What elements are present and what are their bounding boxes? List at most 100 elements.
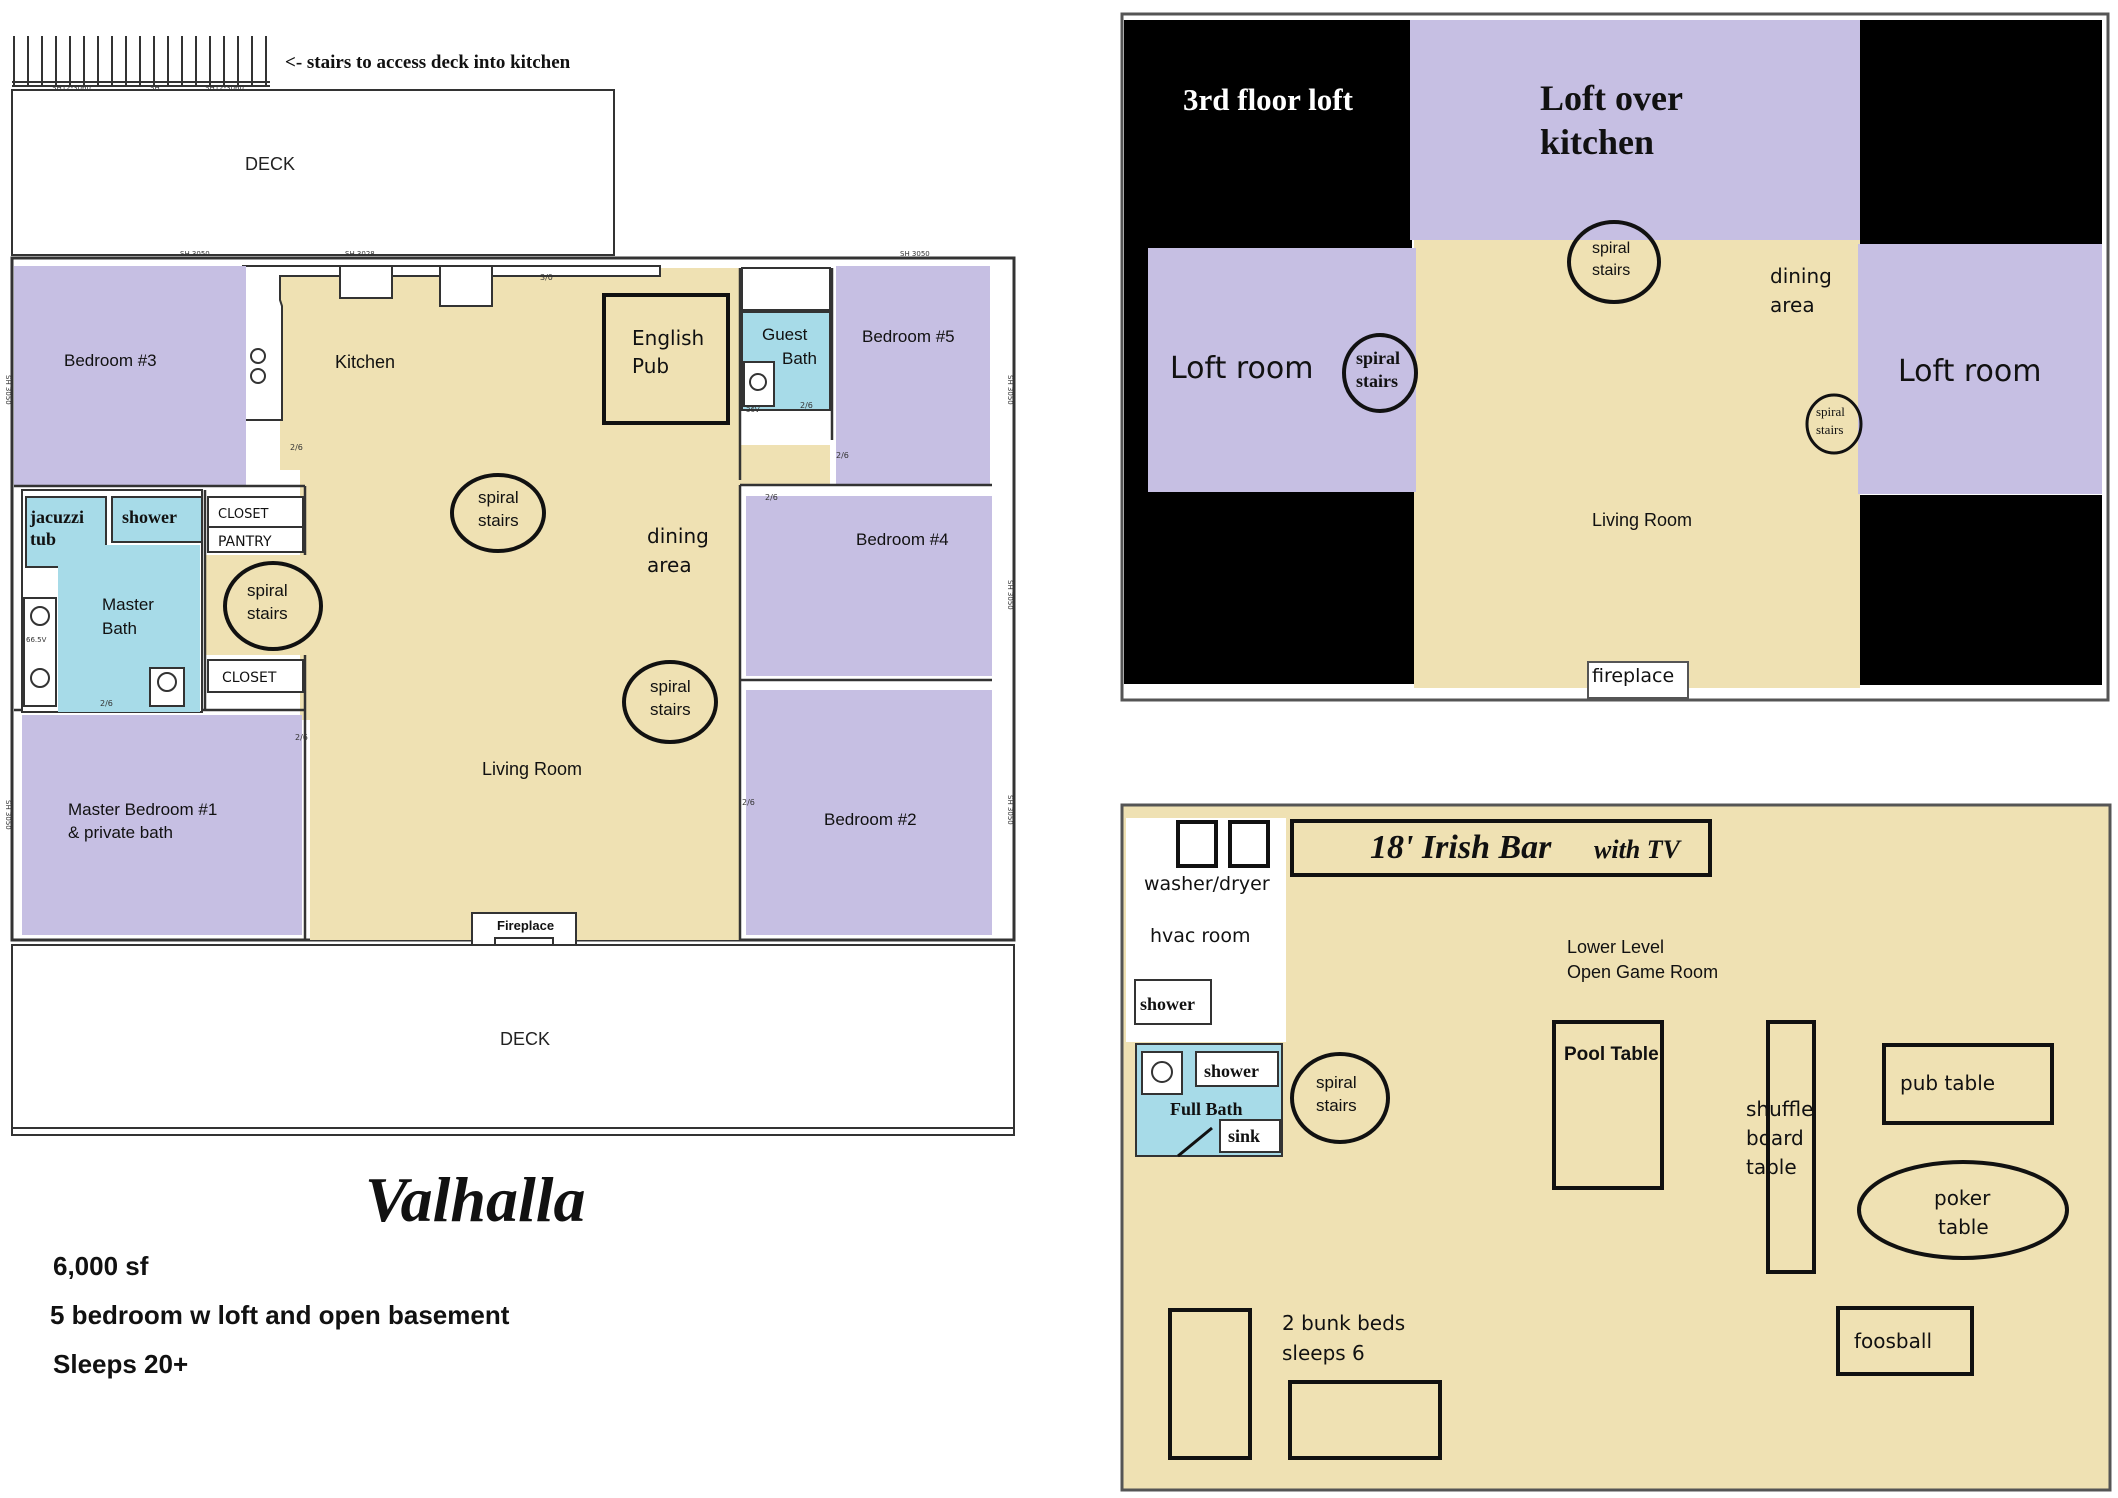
bedroom-2-room: [746, 690, 992, 935]
sink-label: sink: [1228, 1126, 1260, 1146]
bedroom-4-room: [746, 496, 992, 676]
loft-over-kitchen-label-2: kitchen: [1540, 122, 1654, 162]
door-mark-6: 2/6: [100, 699, 113, 708]
deck-bottom-label: DECK: [500, 1029, 550, 1049]
hvac-shower-box: [1134, 979, 1212, 1025]
stairs-railing: [12, 36, 270, 87]
loft-black-bottom-right: [1858, 495, 2102, 685]
poker-table-label-1: poker: [1934, 1186, 1991, 1210]
door-mark-1: 3/0: [540, 273, 553, 282]
loft-dining-label-2: area: [1770, 293, 1815, 317]
washer-dryer-label: washer/dryer: [1144, 873, 1270, 895]
loft-spiral-right-label-1: spiral: [1816, 404, 1845, 419]
with-tv-label: with TV: [1594, 835, 1683, 864]
pantry-area: [207, 526, 304, 553]
door-mark-8: 2/6: [742, 798, 755, 807]
bunk-beds-label-2: sleeps 6: [1282, 1341, 1365, 1365]
pool-table-label: Pool Table: [1564, 1044, 1659, 1065]
house-title: Valhalla: [365, 1164, 586, 1235]
deck-top-label: DECK: [245, 154, 295, 174]
deck-code-1: SH12-3060: [52, 84, 91, 92]
dining-label-1: dining: [647, 524, 709, 548]
kitchen-label: Kitchen: [335, 352, 395, 372]
spiral-stairs-2-label-2: stairs: [247, 604, 288, 623]
loft-fireplace-label: fireplace: [1592, 665, 1674, 687]
loft-room-right-label: Loft room: [1898, 354, 2041, 389]
square-feet: 6,000 sf: [53, 1251, 149, 1281]
wall-code-1: SH 3050: [180, 250, 210, 258]
stairs-note: <- stairs to access deck into kitchen: [285, 52, 571, 73]
spiral-stairs-3: [622, 660, 718, 744]
spiral-alcove: [205, 555, 305, 655]
jacuzzi-label-1: jacuzzi: [29, 507, 84, 527]
shuffle-board-label-3: table: [1746, 1155, 1797, 1179]
deck-bottom-area: [11, 944, 1015, 1136]
wall-code-3: SH 3050: [900, 250, 930, 258]
deck-code-3: SH12-3060: [205, 84, 244, 92]
door-mark-4: 2/6: [836, 451, 849, 460]
foosball-label: foosball: [1854, 1329, 1932, 1353]
bunk-bed-1: [1168, 1308, 1252, 1460]
fireplace-label: Fireplace: [497, 918, 554, 933]
master-bath-label-2: Bath: [102, 619, 137, 638]
fixture-code-1: 66.5V: [26, 636, 47, 644]
pantry-label: PANTRY: [218, 534, 272, 550]
poker-table-label-2: table: [1938, 1215, 1989, 1239]
loft-floor-plan: 3rd floor loft Loft over kitchen Loft ro…: [1120, 12, 2110, 702]
foosball-box: [1836, 1306, 1974, 1376]
deck-top-area: [11, 89, 615, 256]
shuffle-board-box: [1766, 1020, 1816, 1274]
dryer-box: [1228, 820, 1270, 868]
loft-room-left-area: [1148, 248, 1416, 492]
wall-code-5: SH 3050: [4, 800, 12, 830]
full-bath-shower-label: shower: [1204, 1061, 1259, 1081]
wall-code-8: SH 3050: [1006, 795, 1014, 825]
loft-black-top-right: [1858, 20, 2102, 246]
loft-black-bottom-left: [1124, 492, 1416, 684]
irish-bar-box: [1290, 819, 1712, 877]
master-bedroom-label-2: & private bath: [68, 823, 173, 842]
third-floor-label: 3rd floor loft: [1183, 82, 1354, 117]
bedroom-3-room: [14, 266, 246, 486]
living-room-label: Living Room: [482, 759, 582, 779]
bedroom-5-label: Bedroom #5: [862, 327, 955, 346]
spiral-stairs-3-label-1: spiral: [650, 677, 691, 696]
common-living-area: [205, 268, 830, 940]
pub-table-box: [1882, 1043, 2054, 1125]
loft-spiral-right-label-2: stairs: [1816, 422, 1843, 437]
loft-spiral-top-label-1: spiral: [1592, 240, 1630, 257]
loft-spiral-left-label-1: spiral: [1356, 348, 1400, 368]
utility-area-lower: [1126, 1028, 1286, 1042]
loft-spiral-top-label-2: stairs: [1592, 262, 1630, 279]
guest-bath-label-2: Bath: [782, 349, 817, 368]
lower-level-plan: 18' Irish Bar with TV washer/dryer hvac …: [1120, 803, 2112, 1492]
loft-spiral-stairs-right: [1805, 393, 1863, 455]
shuffle-board-label-1: shuffle: [1746, 1097, 1813, 1121]
english-pub-room: [602, 293, 730, 425]
english-pub-label-1: English: [632, 326, 704, 350]
spiral-stairs-1-label-1: spiral: [478, 488, 519, 507]
door-mark-3: 2/6: [800, 401, 813, 410]
bedroom-summary: 5 bedroom w loft and open basement: [50, 1300, 510, 1330]
shuffle-board-label-2: board: [1746, 1126, 1804, 1150]
hvac-label: hvac room: [1150, 925, 1251, 947]
loft-over-kitchen-area: [1410, 20, 1860, 240]
info-block: Valhalla 6,000 sf 5 bedroom w loft and o…: [50, 1164, 586, 1379]
wall-code-7: SH 3050: [1006, 580, 1014, 610]
bedroom-5-room: [836, 266, 990, 484]
loft-dining-label-1: dining: [1770, 264, 1832, 288]
spiral-stairs-1: [450, 473, 546, 553]
full-bath-sink: [1219, 1119, 1281, 1153]
loft-over-kitchen-label-1: Loft over: [1540, 78, 1683, 118]
closet-1-area: [207, 496, 304, 528]
master-shower-label: shower: [122, 507, 177, 527]
washer-box: [1176, 820, 1218, 868]
master-bath-label-1: Master: [102, 595, 154, 614]
irish-bar-label: 18' Irish Bar: [1370, 829, 1552, 866]
spiral-stairs-1-label-2: stairs: [478, 511, 519, 530]
full-bath-shower: [1195, 1051, 1279, 1087]
loft-room-right-area: [1858, 244, 2102, 494]
bunk-beds-label-1: 2 bunk beds: [1282, 1311, 1405, 1335]
master-bedroom-room: [22, 715, 302, 935]
bedroom-4-label: Bedroom #4: [856, 530, 949, 549]
